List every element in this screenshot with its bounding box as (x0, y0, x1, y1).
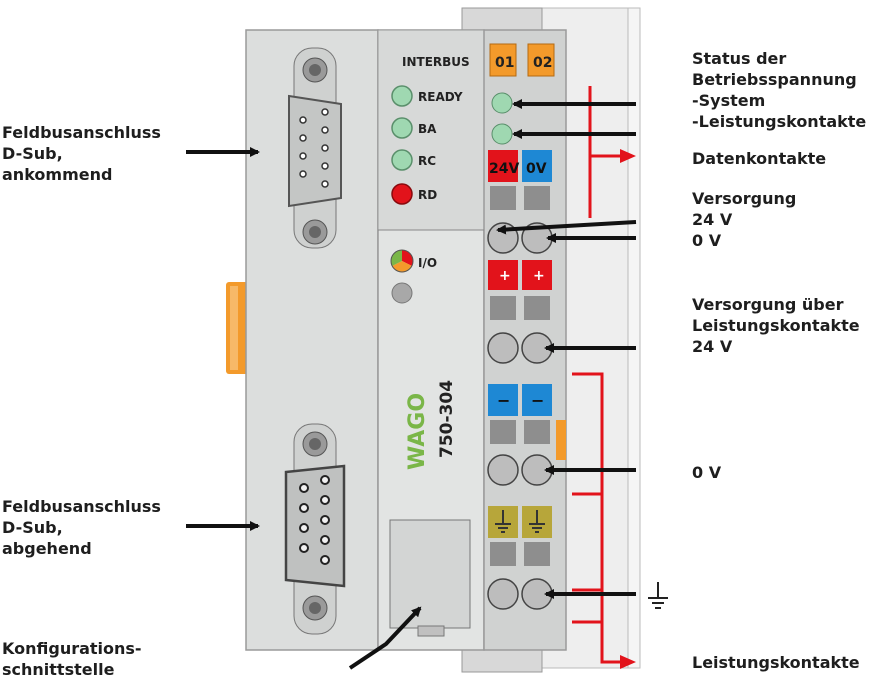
rc-label: RC (418, 154, 436, 168)
leistungskontakte-arrow (620, 655, 636, 669)
label-line: Leistungskontakte (692, 653, 860, 672)
label-line: -Leistungskontakte (692, 112, 867, 131)
ground-symbol-1 (495, 510, 511, 533)
label-line: 0 V (692, 231, 722, 250)
label-line: abgehend (2, 539, 92, 558)
label-line: 0 V (692, 463, 722, 482)
label-24v: 24V (489, 161, 519, 177)
label-line: ankommend (2, 165, 113, 184)
label-line: Datenkontakte (692, 149, 827, 168)
label-line: Leistungskontakte (692, 316, 860, 335)
rc-led (391, 149, 413, 171)
label-line: Betriebsspannung (692, 70, 857, 89)
label-status: Status der Betriebsspannung -System -Lei… (692, 48, 866, 132)
ba-label: BA (418, 122, 437, 136)
label-line: Feldbusanschluss (2, 123, 161, 142)
datenkontakte-arrow (620, 149, 636, 163)
config-port (389, 519, 471, 637)
dsub-outgoing (284, 423, 346, 635)
label-line: Feldbusanschluss (2, 497, 161, 516)
plus-sign-1: + (499, 268, 511, 284)
ba-led (391, 117, 413, 139)
minus-sign-2: − (531, 391, 544, 410)
plus-sign-2: + (533, 268, 545, 284)
terminal-number-1: 01 (495, 55, 514, 71)
label-feldbus-incoming: Feldbusanschluss D-Sub, ankommend (2, 122, 161, 185)
rd-led (391, 183, 413, 205)
label-line: Konfigurations- (2, 639, 142, 658)
callout-arrows (186, 99, 637, 670)
ready-led (391, 85, 413, 107)
label-line: D-Sub, (2, 518, 63, 537)
io-indicator: I/O (390, 249, 437, 304)
label-line: schnittstelle (2, 660, 115, 679)
terminal-block: 01 02 24V 0V + + − − (487, 43, 566, 610)
label-line: Versorgung (692, 189, 797, 208)
label-line: D-Sub, (2, 144, 63, 163)
earth-symbol (648, 582, 668, 609)
label-datenkontakte: Datenkontakte (692, 148, 826, 169)
io-led-off (391, 282, 413, 304)
label-line: 24 V (692, 210, 733, 229)
contact-lines (572, 86, 624, 664)
model-number: 750-304 (437, 380, 457, 458)
terminal-number-2: 02 (533, 55, 552, 71)
status-led-power (491, 123, 513, 145)
ready-label: READY (418, 90, 463, 104)
label-leistungskontakte: Leistungskontakte (692, 652, 860, 673)
ground-symbol-2 (529, 510, 545, 533)
brand-block: WAGO 750-304 (405, 380, 457, 470)
label-0v: 0 V (692, 462, 721, 483)
label-versorgung-lk: Versorgung über Leistungskontakte 24 V (692, 294, 860, 357)
label-0v: 0V (526, 161, 547, 177)
label-line: -System (692, 91, 766, 110)
rd-label: RD (418, 188, 437, 202)
wago-logo: WAGO (405, 393, 430, 470)
dsub-incoming (288, 47, 342, 249)
io-label: I/O (418, 256, 437, 270)
label-config-interface: Konfigurations- schnittstelle (2, 638, 142, 680)
label-versorgung: Versorgung 24 V 0 V (692, 188, 796, 251)
minus-sign-1: − (497, 391, 510, 410)
label-feldbus-outgoing: Feldbusanschluss D-Sub, abgehend (2, 496, 161, 559)
din-rail-clip (226, 282, 248, 374)
led-panel: INTERBUS READY BA RC RD (391, 55, 470, 205)
bus-name: INTERBUS (402, 55, 470, 69)
label-line: Versorgung über (692, 295, 844, 314)
label-line: Status der (692, 49, 787, 68)
status-led-system (491, 92, 513, 114)
label-line: 24 V (692, 337, 733, 356)
